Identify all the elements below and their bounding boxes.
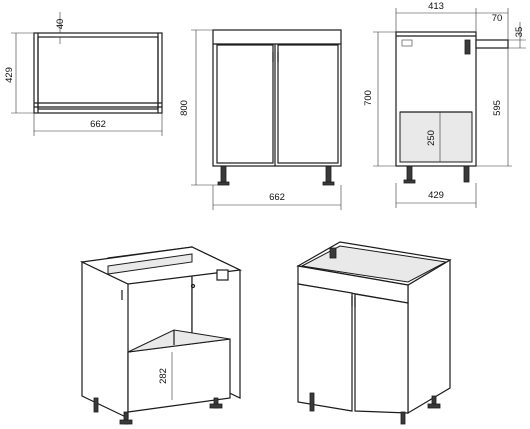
iso-open-foot-3 — [209, 403, 223, 409]
iso-closed-leg-2 — [400, 411, 406, 425]
iso-view-closed — [296, 241, 452, 425]
side-tap-icon — [464, 39, 471, 55]
dim-iso-shelf-height: 282 — [158, 368, 169, 384]
iso-open-foot-2 — [119, 419, 133, 425]
side-tap-extension — [475, 39, 509, 49]
front-foot-left — [217, 181, 230, 186]
iso-closed-socket — [329, 247, 337, 259]
front-door-left[interactable] — [216, 44, 274, 164]
iso-open-side-left — [81, 261, 129, 419]
iso-closed-leg-1 — [309, 392, 315, 412]
iso-closed-foot-3 — [427, 403, 441, 409]
iso-open-leg-1 — [93, 397, 99, 413]
front-door-right[interactable] — [277, 44, 339, 164]
dim-side-tap: 35 — [514, 27, 525, 38]
side-view: 413 70 35 700 595 250 429 — [363, 1, 526, 208]
side-foot-left — [403, 179, 416, 184]
iso-open-pipe-hole — [190, 283, 196, 289]
iso-closed-side — [407, 258, 451, 415]
dim-top-inner-depth: 40 — [55, 19, 66, 30]
top-view-inner — [37, 36, 159, 110]
dim-top-width: 662 — [90, 119, 106, 130]
dim-side-height: 700 — [363, 90, 374, 106]
iso-closed-top-inner — [300, 245, 448, 283]
iso-open-shelf-top — [127, 329, 231, 353]
front-foot-right — [322, 181, 335, 186]
dim-side-shelf-height: 250 — [426, 130, 437, 146]
side-leg-right — [463, 165, 470, 183]
iso-closed-door-right[interactable] — [354, 293, 409, 414]
dim-top-depth: 429 — [4, 67, 15, 83]
front-leg-left — [220, 165, 227, 185]
top-view: 40 429 662 — [4, 12, 163, 136]
iso-view-open: 282 — [79, 246, 243, 425]
front-leg-right — [325, 165, 332, 185]
iso-closed-door-left[interactable] — [297, 283, 353, 412]
side-socket — [401, 39, 413, 47]
dim-side-depth: 429 — [428, 190, 444, 201]
dim-side-inner-height: 595 — [492, 100, 503, 116]
front-view: 800 662 — [179, 29, 342, 210]
dim-side-offset: 70 — [492, 13, 503, 24]
dim-front-width: 662 — [269, 192, 285, 203]
dim-front-height: 800 — [179, 100, 190, 116]
iso-open-top-rail — [107, 253, 193, 275]
dim-side-total-width: 413 — [428, 1, 444, 12]
iso-open-socket — [216, 269, 229, 281]
